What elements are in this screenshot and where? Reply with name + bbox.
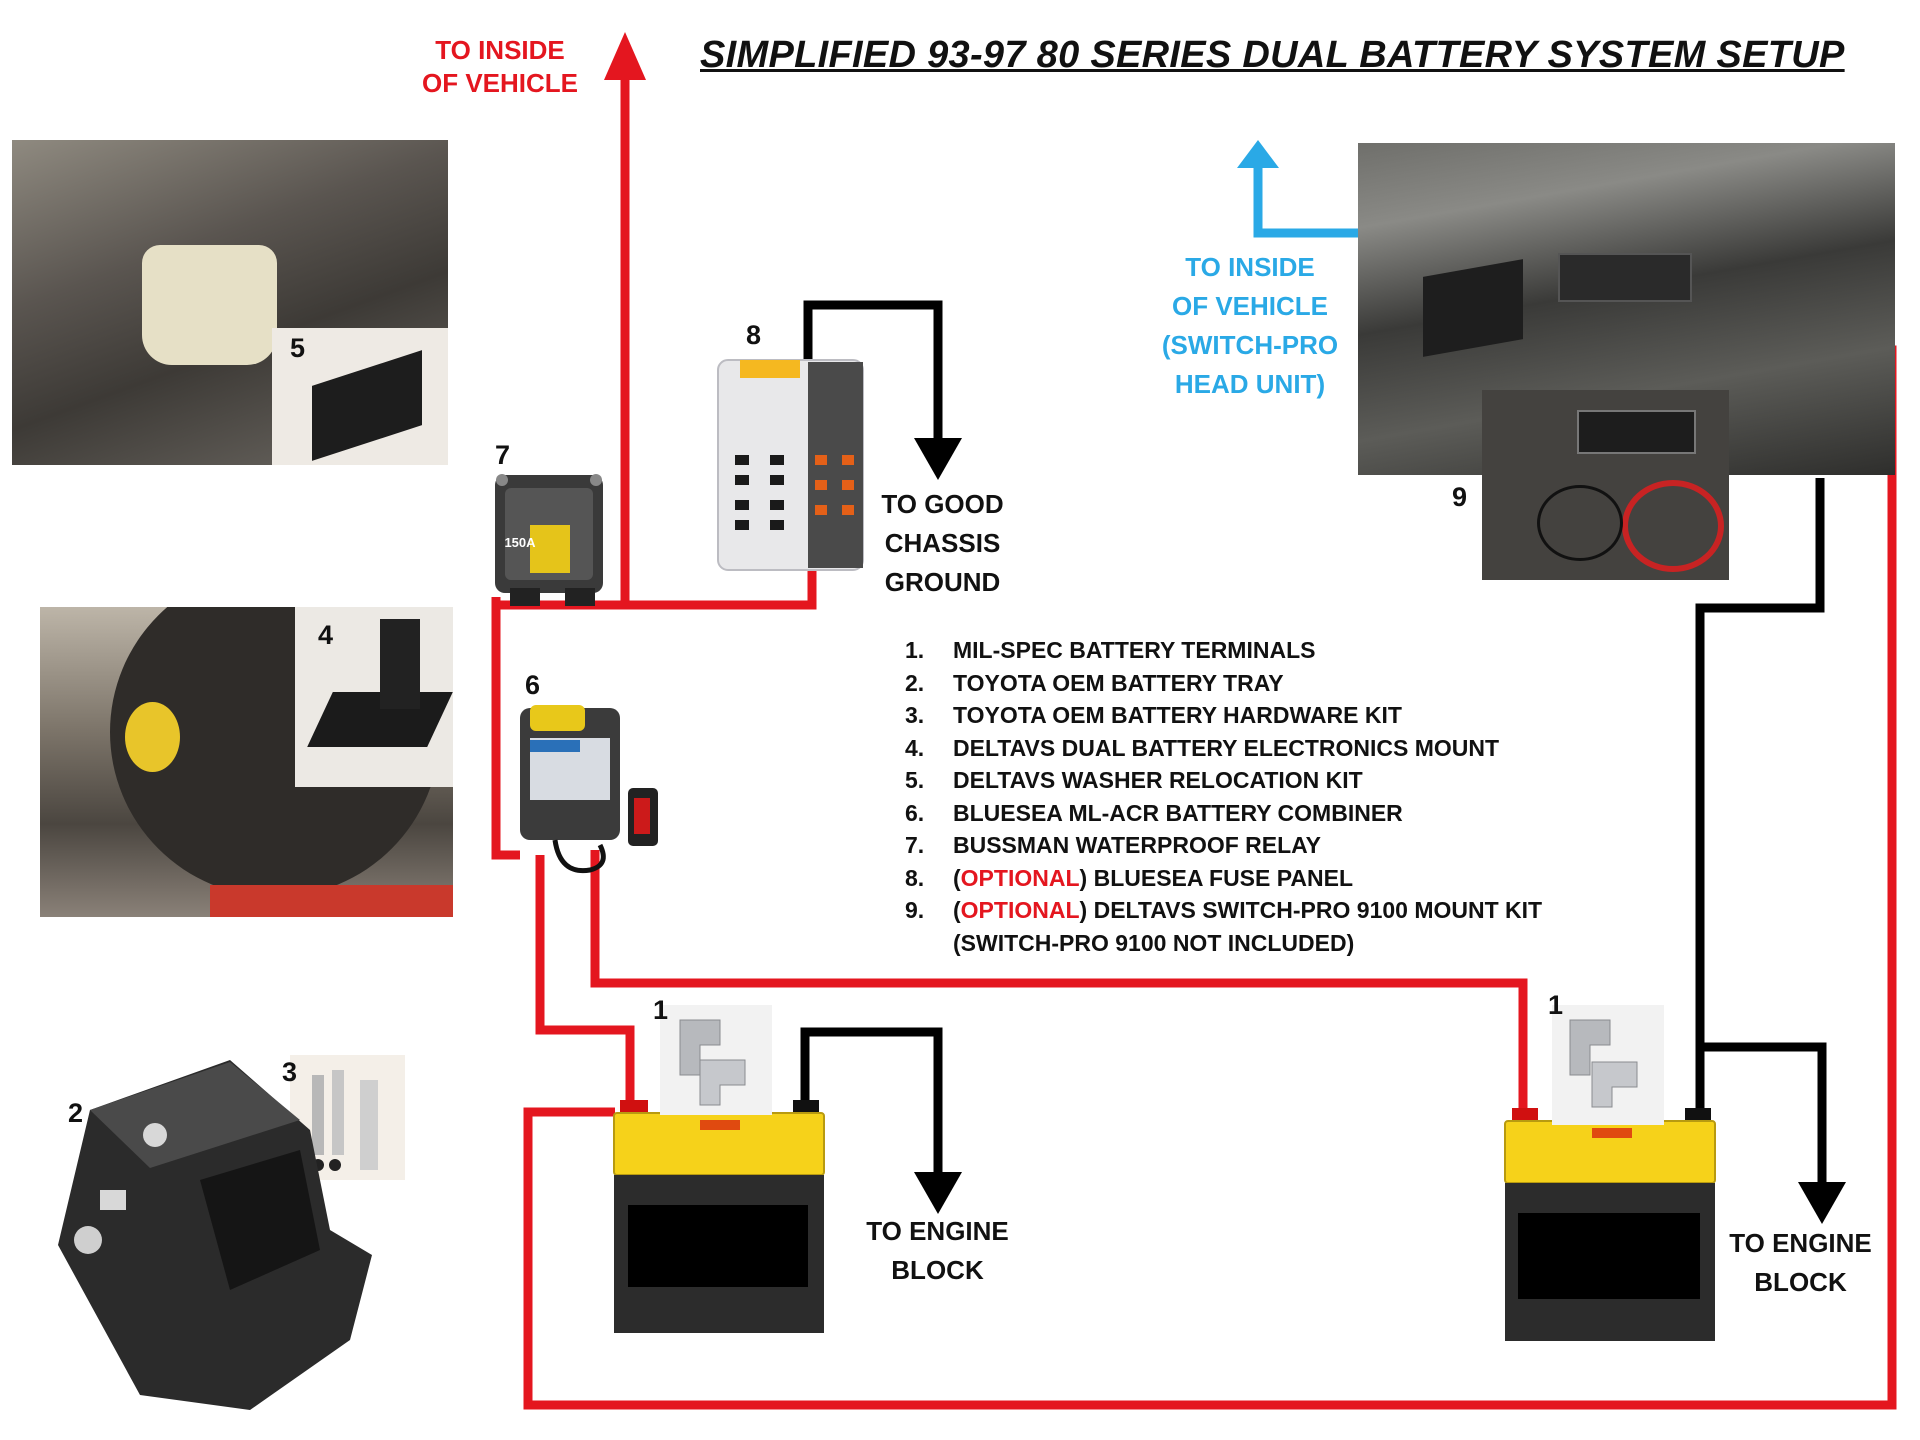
red-cable-coil <box>1622 480 1724 572</box>
legend-item: 3.TOYOTA OEM BATTERY HARDWARE KIT <box>905 702 1402 728</box>
battery-right <box>1504 1108 1716 1341</box>
black-cable-coil <box>1537 485 1623 561</box>
legend-item: 1.MIL-SPEC BATTERY TERMINALS <box>905 637 1316 663</box>
part-number-6: 6 <box>525 670 541 700</box>
optional-tag: OPTIONAL <box>960 897 1080 923</box>
switch-pro-engine-bay-photo <box>1358 143 1895 475</box>
legend-continuation: (SWITCH-PRO 9100 NOT INCLUDED) <box>953 929 1355 956</box>
battery-terminal-right <box>1552 1005 1664 1125</box>
part-number-5: 5 <box>290 333 306 363</box>
part-number-9: 9 <box>1452 482 1468 512</box>
black-cable-battery2-to-engine <box>1700 1042 1827 1185</box>
delta-mount-plate <box>1423 259 1523 357</box>
optional-tag: OPTIONAL <box>960 864 1080 891</box>
legend-item: 2.TOYOTA OEM BATTERY TRAY <box>905 669 1284 696</box>
black-arrow-engine-left <box>914 1172 962 1214</box>
parts-legend: 1.MIL-SPEC BATTERY TERMINALS 2.TOYOTA OE… <box>905 637 1542 962</box>
switch-pro-power-unit <box>1558 253 1692 302</box>
red-battery-edge <box>210 885 453 917</box>
battery-tray <box>58 1060 372 1410</box>
black-cable-battery1-to-engine <box>800 1027 943 1175</box>
red-cable-relay-to-fuse <box>500 555 817 610</box>
washer-mount-bracket-inset <box>272 328 448 465</box>
legend-item: 5.DELTAVS WASHER RELOCATION KIT <box>905 767 1363 793</box>
legend-item-optional: 9.(OPTIONAL) DELTAVS SWITCH-PRO 9100 MOU… <box>905 897 1543 923</box>
washer-relocation-photo <box>12 140 448 465</box>
switch-pro-kit-inset <box>1482 390 1729 580</box>
legend-item: 4.DELTAVS DUAL BATTERY ELECTRONICS MOUNT <box>905 734 1500 761</box>
legend-item: 6.BLUESEA ML-ACR BATTERY COMBINER <box>905 799 1403 826</box>
part-number-7: 7 <box>495 440 511 470</box>
battery-combiner <box>520 705 658 874</box>
part-number-3: 3 <box>282 1057 298 1087</box>
electronics-mount-inset <box>295 607 453 787</box>
red-cable-combiner-to-battery2 <box>590 850 1528 1118</box>
legend-item: 7.BUSSMAN WATERPROOF RELAY <box>905 832 1322 858</box>
battery-terminal-left <box>660 1005 772 1115</box>
red-arrow-up <box>604 32 646 80</box>
battery-left <box>613 1100 825 1333</box>
black-cable-fuse-to-chassis <box>803 300 943 440</box>
part-number-4: 4 <box>318 620 334 650</box>
breaker-rating: 150A <box>504 535 536 550</box>
legend-item-optional: 8.(OPTIONAL) BLUESEA FUSE PANEL <box>905 864 1353 891</box>
electronics-mount-photo <box>40 607 453 917</box>
part-number-2: 2 <box>68 1098 84 1128</box>
red-cable-relay-to-combiner <box>491 597 520 860</box>
yellow-cap <box>125 702 180 772</box>
part-number-8: 8 <box>746 320 762 350</box>
circuit-breaker-relay <box>495 474 603 606</box>
fuse-panel <box>717 359 864 571</box>
washer-reservoir <box>142 245 277 365</box>
page-title: SIMPLIFIED 93-97 80 SERIES DUAL BATTERY … <box>700 34 1845 76</box>
part-number-1-left: 1 <box>653 995 669 1025</box>
black-arrow-engine-right <box>1798 1182 1846 1224</box>
part-number-1-right: 1 <box>1548 990 1564 1020</box>
blue-arrow-up <box>1237 140 1279 168</box>
switch-pro-module <box>1577 410 1696 454</box>
black-cable-switchpro-ground <box>1695 478 1825 1128</box>
red-cable-combiner-to-battery1 <box>535 855 635 1115</box>
black-arrow-chassis <box>914 438 962 480</box>
